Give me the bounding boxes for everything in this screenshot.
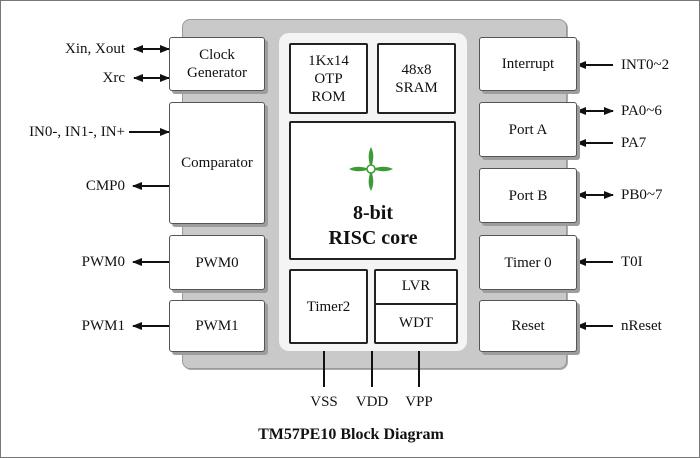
port-a-block: Port A <box>479 102 577 157</box>
pa7-label: PA7 <box>621 135 647 151</box>
pa06-label: PA0~6 <box>621 103 662 119</box>
xrc-label: Xrc <box>102 70 126 86</box>
pb-label: PB0~7 <box>621 187 663 203</box>
xin-xout-label: Xin, Xout <box>65 41 125 57</box>
reset-block: Reset <box>479 300 577 352</box>
lvr-label: LVR <box>401 278 431 294</box>
sram-block: 48x8 SRAM <box>377 43 456 114</box>
wdt-label: WDT <box>398 315 434 331</box>
t0i-label: T0I <box>621 254 643 270</box>
in-pins-label: IN0-, IN1-, IN+ <box>29 124 125 140</box>
core-label: 8-bit RISC core <box>328 202 418 249</box>
int-label: INT0~2 <box>621 57 670 73</box>
risc-core-block <box>289 121 456 260</box>
lvr-wdt-block <box>374 269 458 344</box>
pwm1-block: PWM1 <box>169 300 265 352</box>
port-b-block: Port B <box>479 168 577 223</box>
lvr-wdt-divider <box>376 303 456 305</box>
diagram-caption: TM57PE10 Block Diagram <box>258 426 444 443</box>
timer2-block: Timer2 <box>289 269 368 344</box>
vpp-label: VPP <box>405 394 433 410</box>
vss-label: VSS <box>310 394 338 410</box>
logo-icon <box>349 147 393 191</box>
interrupt-block: Interrupt <box>479 37 577 91</box>
pwm0-block: PWM0 <box>169 235 265 290</box>
comparator-block: Comparator <box>169 102 265 224</box>
pwm1-label: PWM1 <box>81 318 125 334</box>
clock-generator-block: Clock Generator <box>169 37 265 91</box>
vdd-label: VDD <box>355 394 389 410</box>
otp-rom-block: 1Kx14 OTP ROM <box>289 43 368 114</box>
cmp0-label: CMP0 <box>85 178 125 194</box>
pwm0-label: PWM0 <box>81 254 125 270</box>
nreset-label: nReset <box>621 318 662 334</box>
timer0-block: Timer 0 <box>479 235 577 290</box>
